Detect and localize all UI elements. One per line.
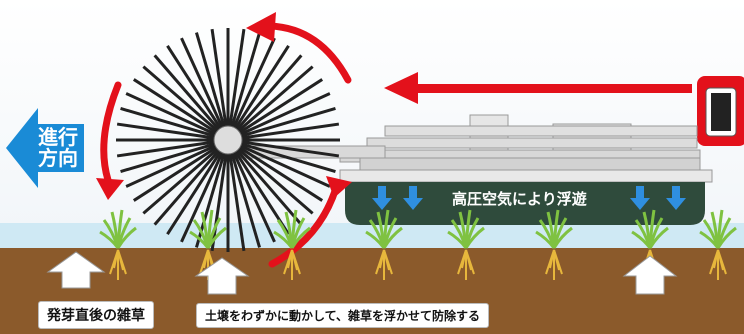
bristle xyxy=(132,145,219,202)
bristle xyxy=(142,146,220,215)
weed-root xyxy=(717,249,724,271)
bristle xyxy=(125,143,218,188)
brush-wheel xyxy=(116,28,340,252)
weed-leaf xyxy=(206,226,227,249)
direction-label: 進行 方向 xyxy=(30,127,86,169)
weed-leaf xyxy=(535,230,556,249)
bristle xyxy=(116,140,217,158)
bristle xyxy=(153,54,222,132)
weed-leaf xyxy=(648,226,669,249)
weed-root xyxy=(383,249,390,271)
weed xyxy=(447,209,485,280)
bristle xyxy=(231,37,276,130)
bristle xyxy=(237,78,324,135)
float-label: 高圧空気により浮遊 xyxy=(452,190,587,208)
bristle xyxy=(195,32,227,129)
bristle xyxy=(237,145,324,202)
weed xyxy=(365,209,403,280)
bristle xyxy=(228,28,246,129)
bristle xyxy=(132,78,219,135)
bristle xyxy=(120,107,217,139)
rotation-arrows xyxy=(100,22,352,268)
white-up-arrows xyxy=(46,251,678,295)
bristle xyxy=(239,140,340,158)
bristle xyxy=(120,141,217,173)
bristle xyxy=(229,151,261,248)
bristle xyxy=(239,107,336,139)
direction-blue-arrow xyxy=(6,108,84,188)
weed-leaf xyxy=(699,230,720,249)
bristle xyxy=(239,141,336,173)
weed-root xyxy=(291,249,298,271)
weed xyxy=(535,209,573,280)
machine-body xyxy=(214,76,744,183)
weed xyxy=(699,209,737,280)
bristle xyxy=(153,148,222,226)
bristle xyxy=(233,44,290,131)
weed-leaf xyxy=(290,226,311,249)
weed-root xyxy=(465,249,472,271)
bristle xyxy=(210,28,228,129)
weed-leaf xyxy=(464,226,485,249)
weed-leaf xyxy=(189,230,210,249)
weed-leaf xyxy=(447,230,468,249)
direction-label-line1: 進行 xyxy=(38,125,78,149)
bristle xyxy=(239,122,340,140)
weed xyxy=(189,209,227,280)
bristle xyxy=(166,149,223,236)
bristle xyxy=(236,146,314,215)
bristle xyxy=(166,44,223,131)
weed-leaf xyxy=(382,226,403,249)
weed-label: 発芽直後の雑草 xyxy=(38,301,154,329)
weed-leaf xyxy=(365,230,386,249)
weed-root xyxy=(553,249,560,271)
weed-leaf xyxy=(631,230,652,249)
direction-label-line2: 方向 xyxy=(38,146,78,170)
bristle xyxy=(210,151,228,252)
soil-label: 土壌をわずかに動かして、雑草を浮かせて防除する xyxy=(196,303,490,328)
bristle xyxy=(180,37,225,130)
bristle xyxy=(229,32,261,129)
weed-leaf xyxy=(116,226,137,249)
bristle xyxy=(142,65,220,134)
brush-hub xyxy=(213,125,243,155)
weed-leaf xyxy=(716,226,737,249)
bristle xyxy=(234,54,303,132)
bristle xyxy=(234,148,303,226)
bristle xyxy=(238,92,331,137)
weed xyxy=(273,209,311,280)
weed xyxy=(99,209,137,280)
bristle xyxy=(125,92,218,137)
air-arrows xyxy=(372,186,686,210)
bristle xyxy=(231,150,276,243)
travel-direction-red-arrow xyxy=(384,72,692,104)
float-unit xyxy=(345,182,705,225)
weed-leaf xyxy=(99,230,120,249)
weed-leaf xyxy=(552,226,573,249)
bristle xyxy=(238,143,331,188)
bristle xyxy=(236,65,314,134)
bristle xyxy=(228,151,246,252)
bristle xyxy=(180,150,225,243)
bristle xyxy=(116,122,217,140)
weed-leaf xyxy=(273,230,294,249)
weed-root xyxy=(117,249,124,271)
rotation-arrowheads xyxy=(96,12,352,200)
